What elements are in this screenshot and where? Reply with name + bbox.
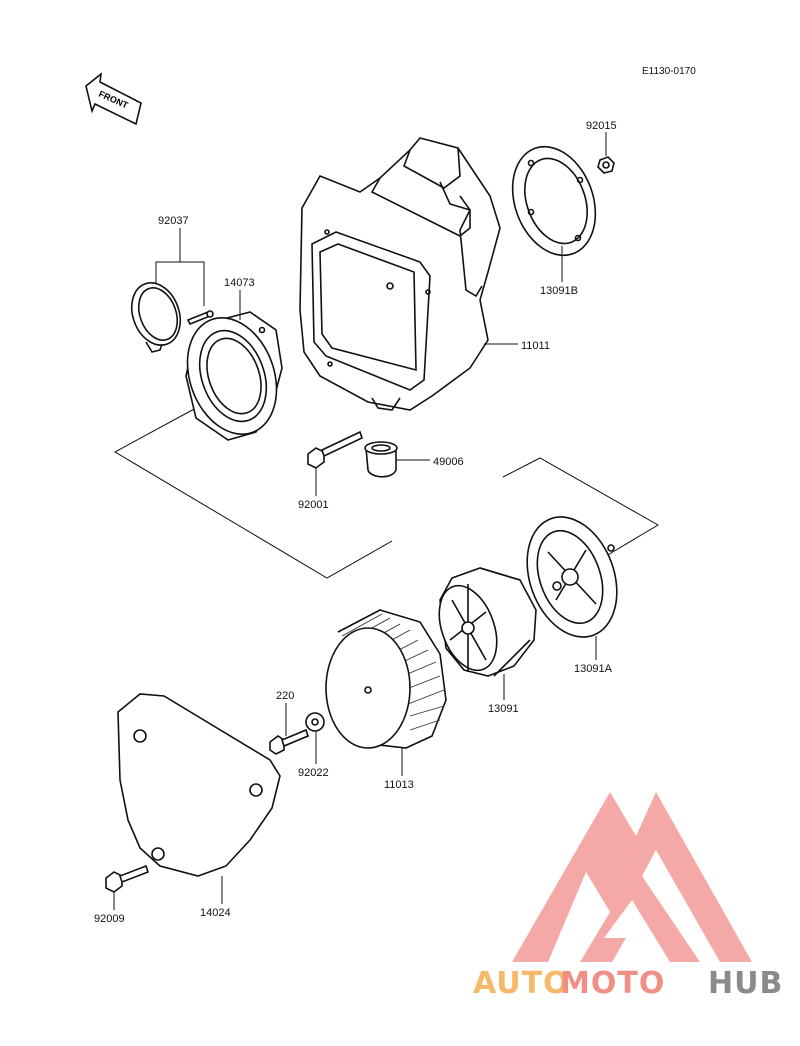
- assembly-guide-lines: [113, 407, 659, 579]
- gasket-13091b: [511, 145, 597, 257]
- frame-13091: [438, 567, 537, 677]
- label-11013: 11013: [384, 779, 414, 791]
- air-filter-element-11013: [325, 609, 447, 749]
- side-cover-14024: [117, 693, 281, 877]
- washer-92022: [305, 712, 325, 732]
- leader-lines: [113, 132, 607, 910]
- label-13091: 13091: [488, 703, 519, 715]
- clamp-screw: [186, 310, 214, 326]
- label-13091a: 13091A: [574, 663, 613, 675]
- watermark-triangle-icon: [512, 792, 752, 962]
- label-11011: 11011: [521, 340, 550, 352]
- front-arrow-icon: FRONT: [85, 72, 142, 126]
- cover-14073: [185, 311, 283, 441]
- watermark-moto: MOTO: [560, 966, 665, 1001]
- air-cleaner-case: [299, 137, 501, 411]
- clamp-band-92037: [130, 282, 182, 353]
- label-14024: 14024: [200, 907, 231, 919]
- label-92022: 92022: [298, 767, 329, 779]
- holder-13091a: [526, 516, 618, 638]
- label-92009: 92009: [94, 913, 125, 925]
- watermark-auto: AUTO: [473, 966, 570, 1001]
- watermark-hub: HUB: [708, 966, 783, 1001]
- reference-code: E1130-0170: [642, 66, 696, 77]
- bolt-92009: [105, 864, 150, 893]
- grommet-49006: [364, 441, 398, 478]
- label-13091b: 13091B: [540, 285, 578, 297]
- part-labels: 92015 92037 14073 13091B 11011 49006 920…: [94, 120, 617, 925]
- label-92037: 92037: [158, 215, 189, 227]
- label-92001: 92001: [298, 499, 329, 511]
- label-92015: 92015: [586, 120, 617, 132]
- nut-92015: [597, 156, 615, 174]
- label-220: 220: [276, 690, 294, 702]
- watermark-logo: AUTO MOTO HUB: [473, 792, 783, 1001]
- label-49006: 49006: [433, 456, 464, 468]
- bolt-220: [269, 728, 309, 755]
- bolt-92001: [307, 430, 363, 469]
- label-14073: 14073: [224, 277, 255, 289]
